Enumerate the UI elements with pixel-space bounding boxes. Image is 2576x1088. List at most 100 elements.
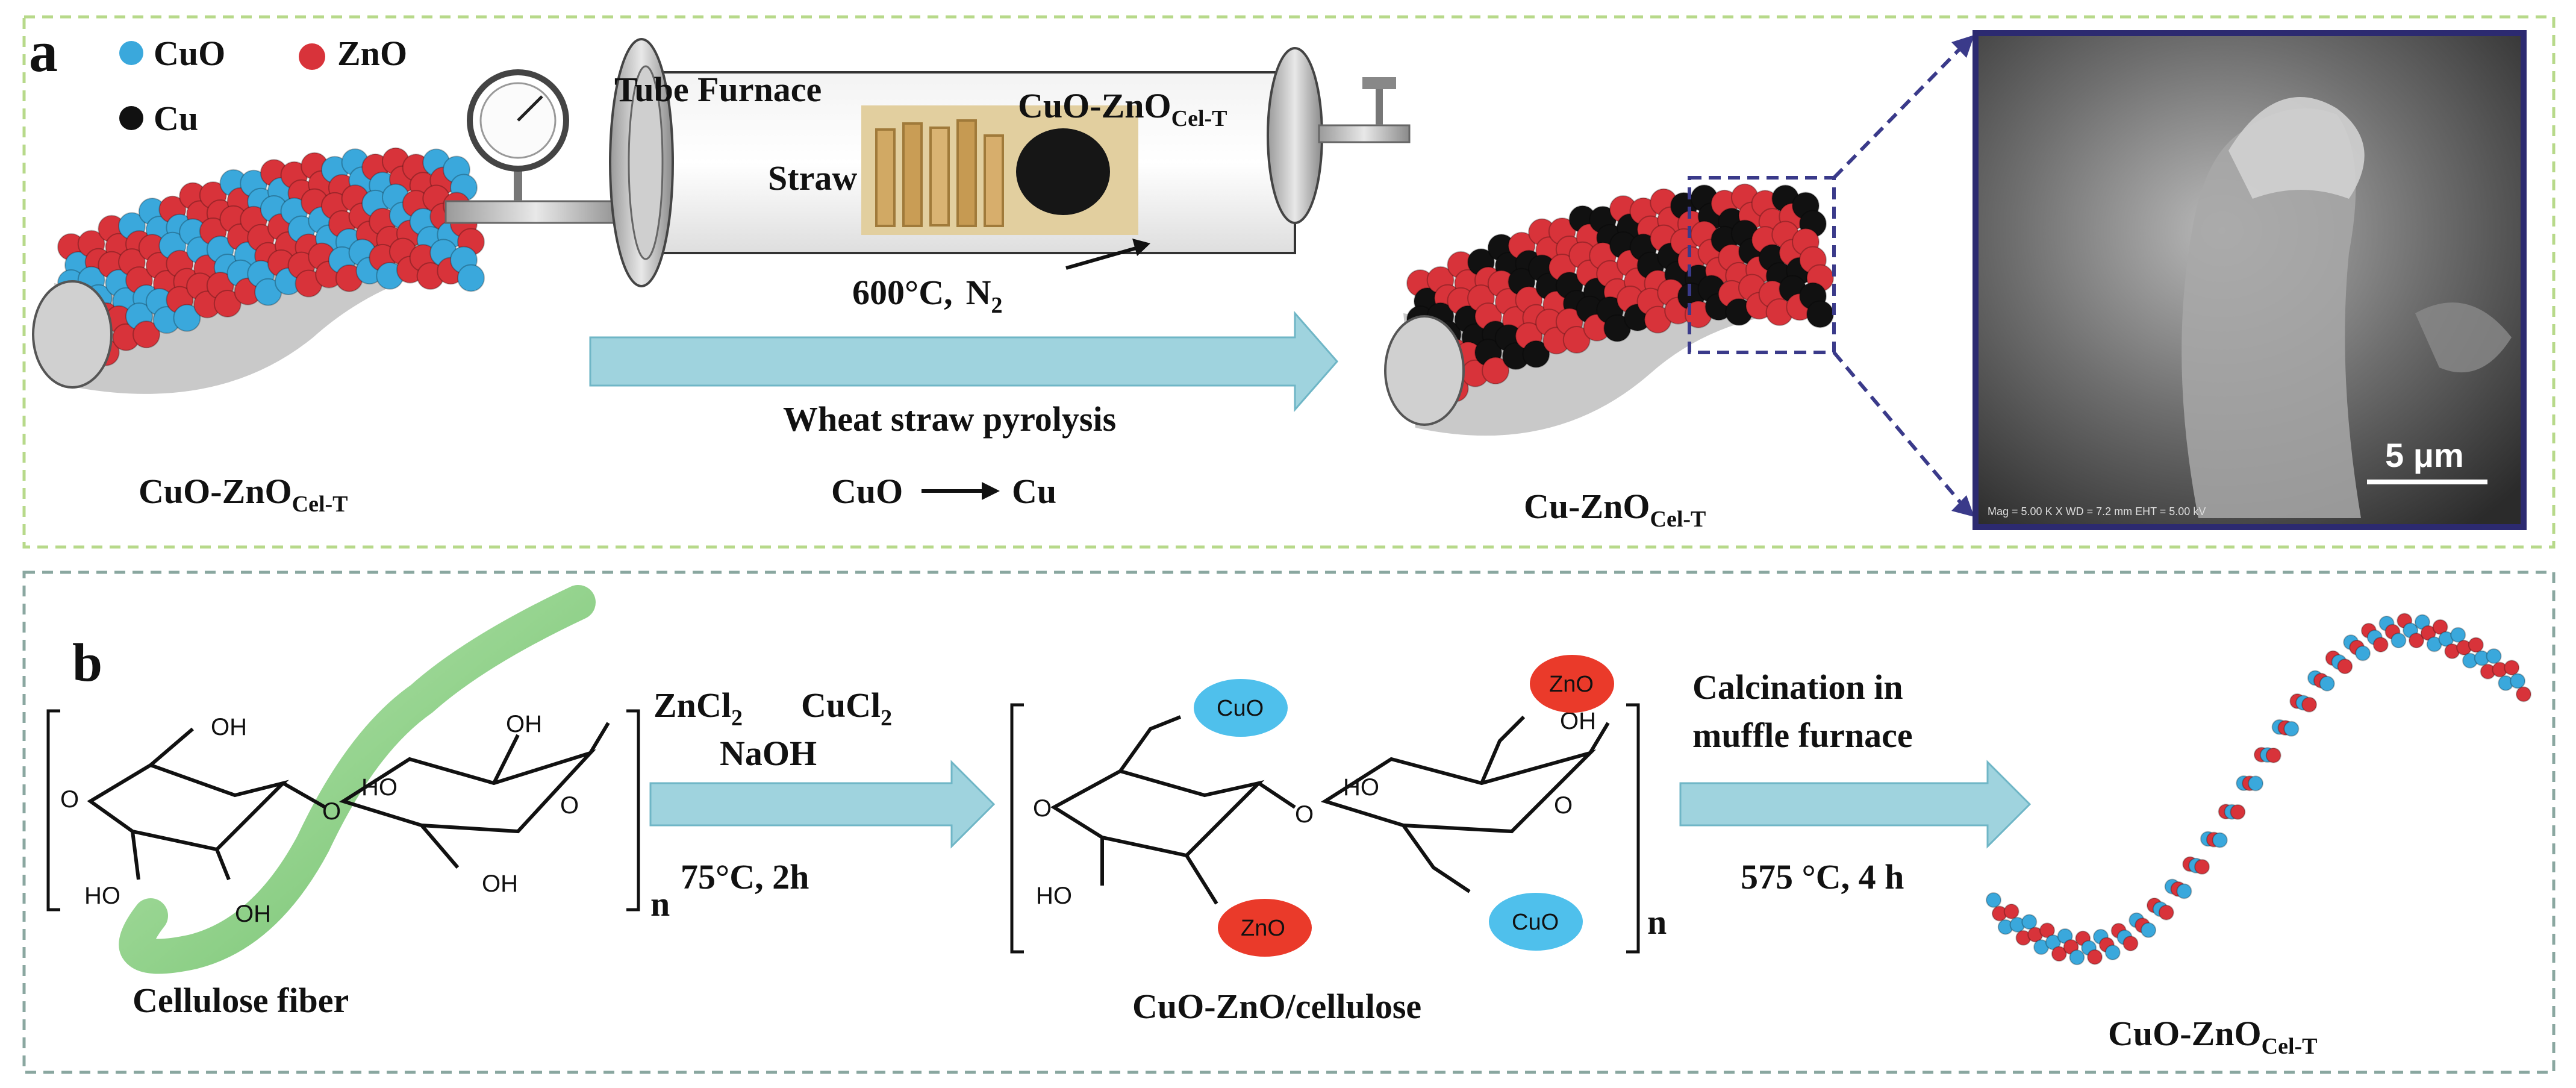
zno-particle	[2051, 946, 2067, 962]
oh-label: OH	[211, 714, 247, 740]
zno-particle	[2039, 922, 2055, 939]
straw-bundle	[875, 119, 1004, 227]
oxygen-label: O	[60, 786, 79, 813]
repeat-bracket-left	[1010, 703, 1024, 954]
step2-line1: Calcination in	[1692, 667, 1903, 707]
oxygen-label: O	[1295, 801, 1314, 828]
zno-particle	[2087, 949, 2103, 965]
cuo-particle	[2510, 673, 2526, 689]
zno-particle	[213, 289, 242, 317]
zno-particle	[2516, 686, 2531, 702]
gas-flow-arrow	[1065, 244, 1145, 270]
fiber-end-face	[1384, 315, 1465, 426]
biochar-lump	[1016, 128, 1110, 215]
cuo-bead	[1194, 679, 1288, 737]
oxygen-label: O	[1554, 792, 1573, 819]
sem-fiber-structure	[2181, 108, 2361, 518]
pyrolysis-arrow	[589, 311, 1338, 412]
reaction-arrowhead	[982, 482, 1000, 500]
oxygen-label: O	[560, 792, 579, 819]
zno-particle	[2337, 658, 2353, 675]
zoom-arrowhead-bottom	[1951, 495, 1974, 517]
sem-fiber-top	[2228, 97, 2365, 199]
cuo-particle	[2248, 775, 2264, 792]
cuo-particle	[2319, 675, 2335, 692]
zno-particle	[2504, 660, 2520, 676]
cuo-zno-fiber-start	[32, 147, 485, 394]
zno-particle	[2301, 696, 2318, 713]
step2-line2: muffle furnace	[1692, 716, 1913, 755]
end-material-label: Cu-ZnOCel-T	[1524, 487, 1706, 532]
oh-label: OH	[482, 871, 518, 897]
zno-particle	[2468, 637, 2484, 653]
cuo-particle	[173, 304, 201, 332]
zno-particle	[2372, 637, 2389, 653]
cu-particle	[1522, 340, 1550, 368]
reaction-from: CuO	[831, 472, 903, 511]
start-material-label: CuO-ZnOCel-T	[139, 472, 348, 517]
cuo-particle	[2069, 949, 2085, 966]
right-flange	[1267, 47, 1323, 224]
cuo-particle	[2176, 883, 2192, 899]
step1-arrow	[649, 760, 996, 849]
zno-bead	[1530, 655, 1614, 713]
cellulose-structure: n OH OH HO HO OH OH O O O	[46, 585, 670, 974]
legend-cuo-label: CuO	[154, 34, 225, 73]
legend-zno-label: ZnO	[337, 34, 407, 73]
zno-bead-label: ZnO	[1241, 916, 1285, 941]
cuo-particle	[2141, 922, 2157, 938]
zno-particle	[2158, 904, 2174, 921]
reaction-to: Cu	[1012, 472, 1056, 511]
zno-particle	[2409, 633, 2425, 649]
zno-particle	[2122, 936, 2139, 952]
cu-particle	[1806, 300, 1834, 328]
ho-label: HO	[361, 774, 398, 801]
fiber-strand	[119, 585, 596, 974]
zoom-region-box	[1688, 176, 1836, 354]
zno-particle	[1482, 357, 1510, 385]
legend-cuo-dot	[119, 41, 143, 65]
cu-zno-fiber-end	[1384, 183, 1834, 436]
repeat-n: n	[650, 884, 670, 924]
ho-label: HO	[1343, 774, 1379, 801]
oh-label: OH	[235, 901, 271, 927]
glucose-ring-2	[1320, 715, 1610, 893]
ho-label: HO	[84, 883, 120, 909]
glucose-ring-2	[338, 722, 610, 869]
panel-a-label: a	[29, 19, 58, 84]
gas-inlet-pipe	[444, 200, 628, 224]
zno-particle	[1562, 325, 1591, 354]
repeat-bracket-right	[626, 709, 640, 911]
step2-arrow	[1679, 760, 2032, 849]
cuo-bead	[1489, 893, 1583, 951]
reagent-cucl2: CuCl2	[801, 686, 892, 731]
cuo-zno-strand	[1986, 613, 2531, 966]
gas-flow-arrowhead	[1132, 239, 1150, 256]
zno-particle	[2265, 747, 2281, 763]
cuo-particle	[2390, 633, 2407, 649]
pressure-gauge-needle	[517, 95, 543, 122]
sem-image: 5 μm Mag = 5.00 K X WD = 7.2 mm EHT = 5.…	[1973, 30, 2527, 530]
repeat-bracket-left	[46, 709, 60, 911]
furnace-title: Tube Furnace	[614, 70, 822, 109]
repeat-bracket-right	[1626, 703, 1640, 954]
legend-cu-dot	[119, 106, 143, 130]
zoom-line-bottom	[1832, 351, 1965, 507]
cuo-zno-cellulose-structure: n O O O HO HO OH CuO ZnO ZnO CuO	[1010, 655, 1667, 957]
legend: CuO ZnO Cu	[119, 34, 407, 138]
cuo-particle	[2212, 832, 2228, 848]
cellulose-label: Cellulose fiber	[133, 981, 349, 1020]
zno-particle	[133, 320, 161, 349]
glucose-ring-1	[87, 727, 326, 881]
cuo-particle	[2045, 934, 2061, 951]
panel-b-frame	[22, 571, 2556, 1074]
zoom-line-top	[1832, 43, 1965, 180]
zno-bead-label: ZnO	[1549, 672, 1594, 697]
zno-particle	[2003, 903, 2019, 919]
cuo-particle	[2104, 945, 2121, 961]
zno-particle	[2230, 804, 2246, 820]
cuo-particle	[457, 264, 485, 292]
step1-conditions: 75°C, 2h	[681, 857, 809, 896]
cuo-particle	[2355, 645, 2371, 661]
